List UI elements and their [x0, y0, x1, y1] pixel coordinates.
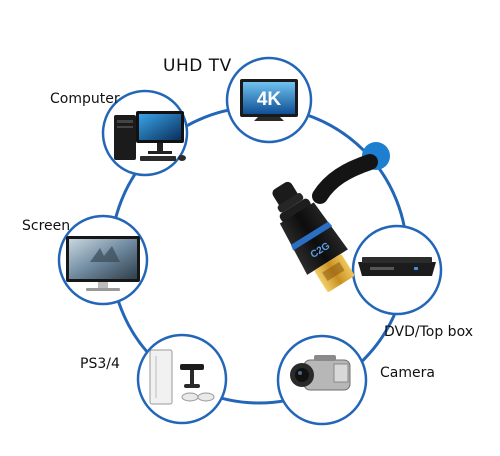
node-computer [101, 89, 189, 177]
node-dvd [351, 224, 443, 316]
node-ps [136, 333, 228, 425]
label-dvd: DVD/Top box [384, 324, 473, 340]
console-icon [149, 349, 215, 405]
label-uhd-tv: UHD TV [163, 56, 232, 76]
badge-4k: 4K [257, 89, 282, 110]
screen-icon [66, 236, 140, 291]
node-screen [57, 214, 149, 306]
label-camera: Camera [380, 365, 435, 381]
computer-icon [114, 111, 186, 161]
label-computer: Computer [50, 91, 120, 107]
hdmi-cable-icon: C2G [272, 154, 378, 292]
uhd-tv-icon: 4K [240, 79, 298, 121]
camcorder-icon [290, 355, 351, 391]
node-camera [276, 334, 368, 426]
label-screen: Screen [22, 218, 71, 234]
node-uhd-tv: 4K [225, 56, 313, 144]
dvd-player-icon [358, 257, 436, 276]
label-ps: PS3/4 [80, 356, 120, 372]
